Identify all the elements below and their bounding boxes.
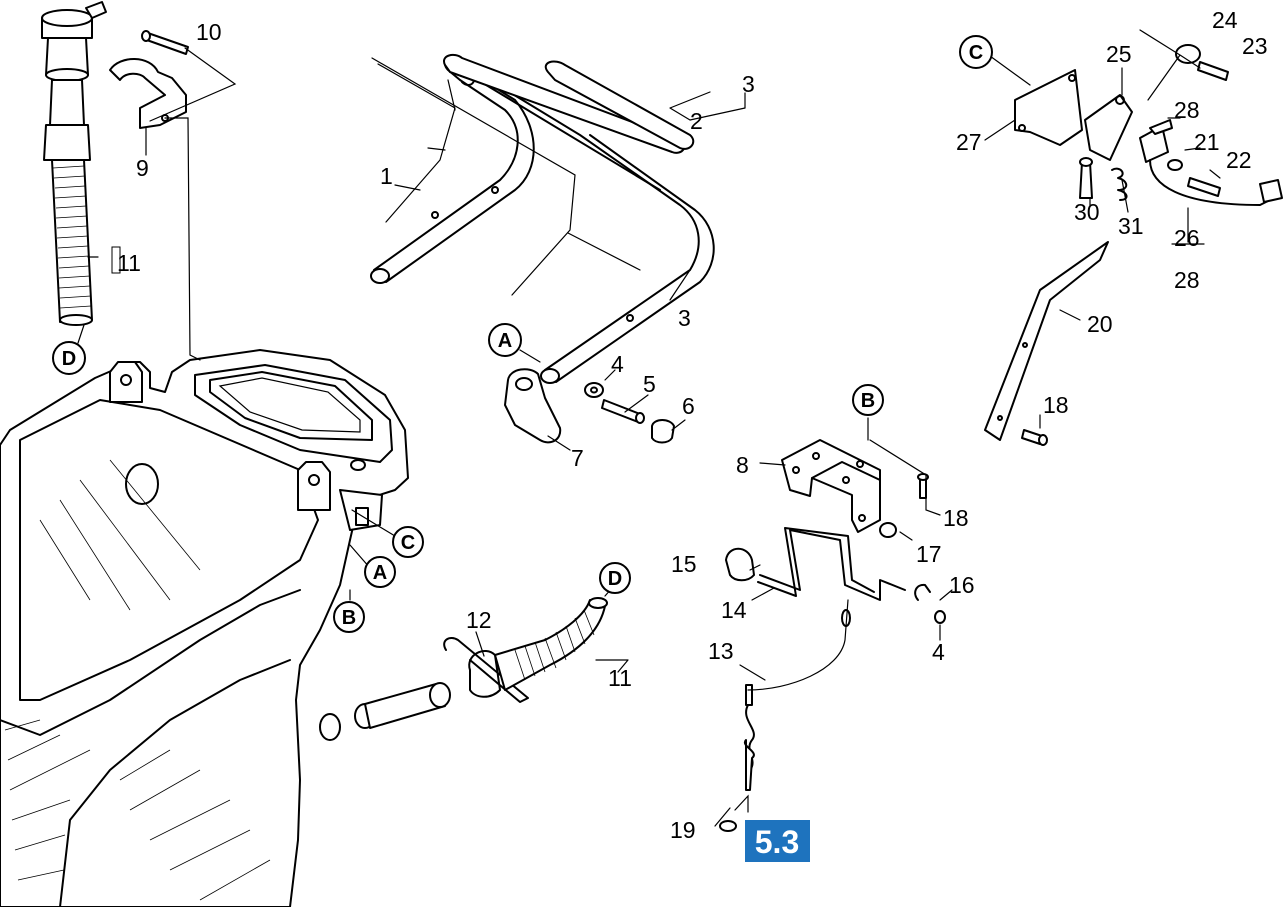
callout-10: 10 [196, 19, 222, 45]
callout-18-plate: 18 [1043, 392, 1069, 418]
callout-9: 9 [136, 155, 149, 181]
connector-C-switch: C [959, 35, 993, 69]
callout-28-lower: 28 [1174, 267, 1200, 293]
callout-8: 8 [736, 452, 749, 478]
leader-lines [77, 29, 1221, 827]
callout-12: 12 [466, 607, 492, 633]
push-handle [370, 53, 715, 384]
callout-4-lower: 4 [932, 639, 945, 665]
handle-lever-hardware [504, 368, 675, 444]
callout-19: 19 [670, 817, 696, 843]
callout-24: 24 [1212, 7, 1238, 33]
svg-text:B: B [861, 390, 875, 412]
connector-D-upper-hose: D [52, 341, 86, 375]
callout-numbers: 10 9 11 1 2 3 3 4 5 6 7 8 18 17 15 14 16… [111, 7, 1268, 843]
switch-assembly [1014, 44, 1283, 206]
bracket-and-rod [719, 439, 946, 832]
callout-20: 20 [1087, 311, 1113, 337]
callout-22: 22 [1226, 147, 1252, 173]
callout-27: 27 [956, 129, 982, 155]
hose-bracket [109, 30, 189, 129]
connector-B-bracket: B [852, 384, 884, 416]
tank-housing [0, 349, 409, 907]
callout-1: 1 [380, 163, 393, 189]
svg-text:C: C [401, 532, 415, 554]
connector-B-tank: B [333, 601, 365, 633]
svg-text:D: D [608, 568, 622, 590]
callout-5: 5 [643, 371, 656, 397]
callout-4-upper: 4 [611, 351, 624, 377]
svg-text:B: B [342, 607, 356, 629]
callout-31: 31 [1118, 213, 1144, 239]
callout-16: 16 [949, 572, 975, 598]
callout-7: 7 [571, 445, 584, 471]
callout-25: 25 [1106, 41, 1132, 67]
callout-3-frame: 3 [678, 305, 691, 331]
callout-28-upper: 28 [1174, 97, 1200, 123]
connector-A-tank: A [364, 556, 396, 588]
callout-14: 14 [721, 597, 747, 623]
drain-hose-upper [41, 1, 107, 326]
connector-C-tank: C [392, 526, 424, 558]
drain-hose-lower [319, 597, 608, 741]
svg-text:C: C [969, 42, 983, 64]
callout-18-bracket: 18 [943, 505, 969, 531]
callout-23: 23 [1242, 33, 1268, 59]
callout-3-top: 3 [742, 71, 755, 97]
section-badge: 5.3 [745, 820, 810, 862]
callout-11-lower: 11 [608, 665, 632, 691]
callout-11-upper: 11 [117, 250, 141, 276]
callout-17: 17 [916, 541, 942, 567]
svg-text:D: D [62, 348, 76, 370]
svg-text:A: A [373, 562, 387, 584]
callout-21: 21 [1194, 129, 1220, 155]
connector-D-lower-hose: D [599, 562, 631, 594]
cover-plate [984, 241, 1109, 446]
callout-13: 13 [708, 638, 734, 664]
connector-A-handle: A [488, 323, 522, 357]
svg-text:5.3: 5.3 [755, 824, 799, 860]
callout-26: 26 [1174, 225, 1200, 251]
callout-6: 6 [682, 393, 695, 419]
callout-2: 2 [690, 108, 703, 134]
callout-15: 15 [671, 551, 697, 577]
callout-30: 30 [1074, 199, 1100, 225]
svg-text:A: A [498, 330, 512, 352]
